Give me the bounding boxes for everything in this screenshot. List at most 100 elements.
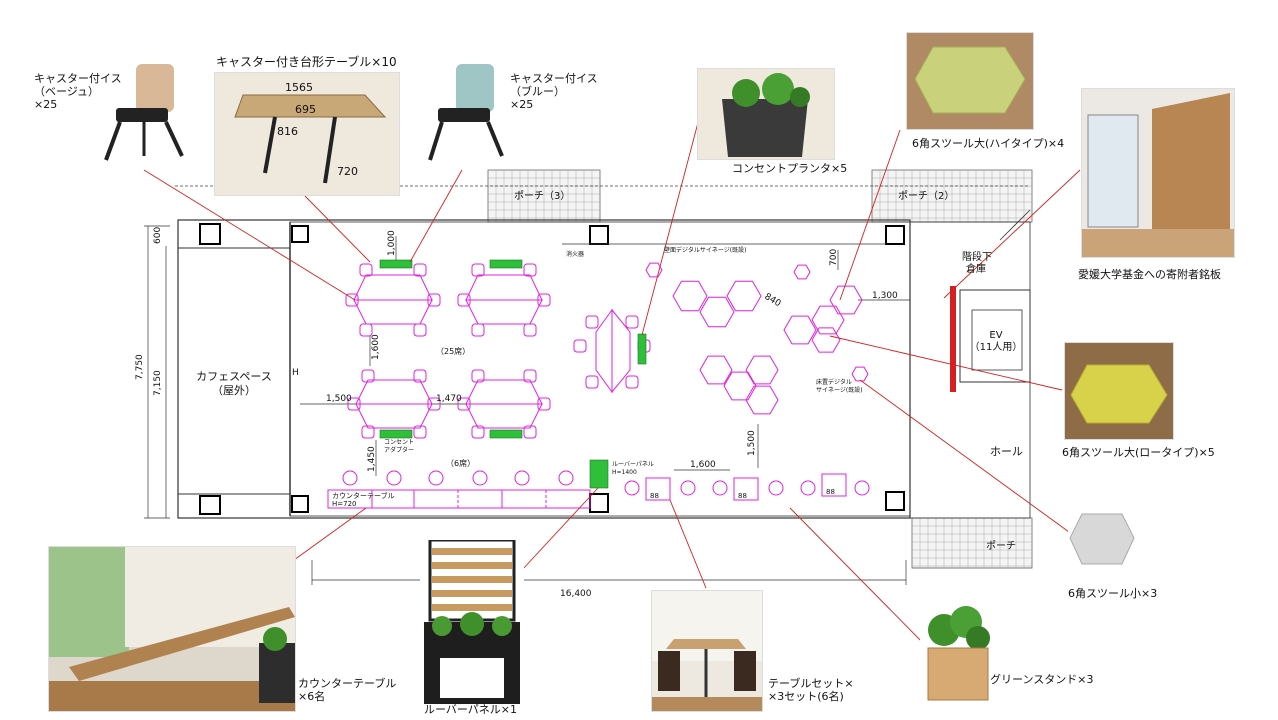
hall-label: ホール — [990, 445, 1023, 458]
hex-stool-low-label: 6角スツール大(ロータイプ)×5 — [1062, 446, 1215, 459]
chair-symbol — [537, 397, 551, 411]
dim-1500-h: 1,500 — [326, 394, 352, 404]
chair-symbol — [585, 315, 599, 329]
table-chair-symbol — [624, 480, 640, 496]
table-group-1 — [353, 274, 433, 325]
chair-symbol — [427, 293, 441, 307]
counter-chair-symbol — [386, 470, 402, 486]
table-dim-816: 816 — [277, 125, 298, 138]
callout-lines — [143, 114, 1081, 651]
outlet-planter-image — [697, 68, 835, 160]
dim-840: 840 — [763, 292, 783, 309]
hex-stool-large — [699, 296, 735, 328]
outlet-adapter-label: コンセントアダプター — [384, 439, 414, 454]
hex-stool-large — [699, 355, 733, 385]
table-dim-720: 720 — [337, 165, 358, 178]
table-88-3: 88 — [826, 488, 835, 496]
donor-board-label: 愛媛大学基金への寄附者銘板 — [1078, 268, 1221, 281]
dim-height-inner: 7,150 — [153, 370, 163, 396]
hex-stool-small — [645, 262, 663, 278]
hex-stool-large — [726, 280, 762, 312]
table-chair-symbol — [680, 480, 696, 496]
trapezoid-table-image: 1565 695 816 720 — [214, 72, 400, 196]
hex-stool-large — [783, 315, 817, 345]
porch-label: ポーチ — [986, 540, 1016, 552]
louver-label: ルーバーパネル×1 — [424, 703, 517, 716]
counter-table-plan — [327, 489, 591, 509]
dim-height-outer: 7,750 — [135, 354, 145, 380]
louver-panel-image — [420, 540, 524, 708]
table-set-image — [651, 590, 763, 712]
cafe-space-label: カフェスペース（屋外） — [196, 370, 272, 397]
chair-symbol — [573, 339, 587, 353]
storage-label: 階段下倉庫 — [962, 250, 992, 275]
dim-top-offset: 600 — [153, 227, 163, 244]
table-dim-695: 695 — [295, 103, 316, 116]
ev-door-red — [950, 286, 956, 392]
chair-symbol — [625, 375, 639, 389]
hex-stool-low-image — [1064, 342, 1174, 440]
chair-beige-label: キャスター付イス （ベージュ） ×25 — [34, 72, 122, 111]
table-group-5 — [595, 308, 631, 394]
chair-symbol — [523, 263, 537, 277]
chair-blue-image — [424, 60, 510, 168]
hex-stool-large — [829, 285, 863, 315]
porch-2-label: ポーチ（2） — [898, 190, 954, 202]
counter-chair-symbol — [472, 470, 488, 486]
hex-stool-large — [672, 280, 708, 312]
chair-beige-image — [96, 60, 192, 168]
chair-symbol — [361, 369, 375, 383]
porch-bottom-grid — [911, 517, 1033, 569]
chair-symbol — [585, 375, 599, 389]
dim-1500-v: 1,500 — [747, 430, 757, 456]
chair-symbol — [523, 323, 537, 337]
dim-700: 700 — [829, 249, 839, 266]
fire-extinguisher-label: 消火器 — [566, 250, 584, 258]
wall-signage-label: 壁面デジタルサイネージ(既設) — [664, 246, 746, 254]
chair-symbol — [537, 293, 551, 307]
table-88-2: 88 — [738, 492, 747, 500]
chair-symbol — [427, 397, 441, 411]
counter-chair-symbol — [558, 470, 574, 486]
green-stand-label: グリーンスタンド×3 — [990, 673, 1094, 686]
counter-table-image — [48, 546, 296, 712]
table-chair-symbol — [768, 480, 784, 496]
chair-blue-label: キャスター付イス （ブルー） ×25 — [510, 72, 598, 111]
chair-symbol — [457, 293, 471, 307]
outlet-planters — [379, 259, 647, 489]
table-dim-1565: 1565 — [285, 81, 313, 94]
chair-symbol — [523, 425, 537, 439]
h-mark: H — [292, 368, 299, 378]
hex-stool-large — [745, 385, 779, 415]
chair-symbol — [625, 315, 639, 329]
dimension-lines — [144, 225, 910, 585]
chair-symbol — [359, 263, 373, 277]
chair-symbol — [359, 323, 373, 337]
chair-symbol — [413, 425, 427, 439]
hex-stool-large — [811, 305, 845, 335]
hex-stool-small — [793, 264, 811, 280]
chair-symbol — [361, 425, 375, 439]
chair-symbol — [457, 397, 471, 411]
chair-symbol — [471, 323, 485, 337]
counter-chair-symbol — [428, 470, 444, 486]
porch-3-label: ポーチ（3） — [514, 190, 570, 202]
chair-symbol — [345, 293, 359, 307]
dim-overall-width: 16,400 — [560, 589, 592, 599]
seats-6-label: （6席） — [446, 458, 475, 468]
table-set-label: テーブルセット× ×3セット(6名) — [768, 677, 854, 703]
table-title-label: キャスター付き台形テーブル×10 — [216, 55, 397, 69]
chair-symbol — [413, 263, 427, 277]
table-group-2 — [465, 274, 543, 325]
table-chair-symbol — [712, 480, 728, 496]
floor-signage-label: 床置デジタルサイネージ(既設) — [816, 378, 863, 394]
hex-stool-small-image — [1068, 500, 1136, 582]
chair-symbol — [413, 323, 427, 337]
outlet-planter-label: コンセントプランタ×5 — [732, 162, 848, 175]
hex-stool-small — [851, 366, 869, 382]
hex-stool-large — [811, 327, 841, 353]
hex-stool-large — [723, 371, 757, 401]
hex-stool-high-image — [906, 32, 1034, 130]
